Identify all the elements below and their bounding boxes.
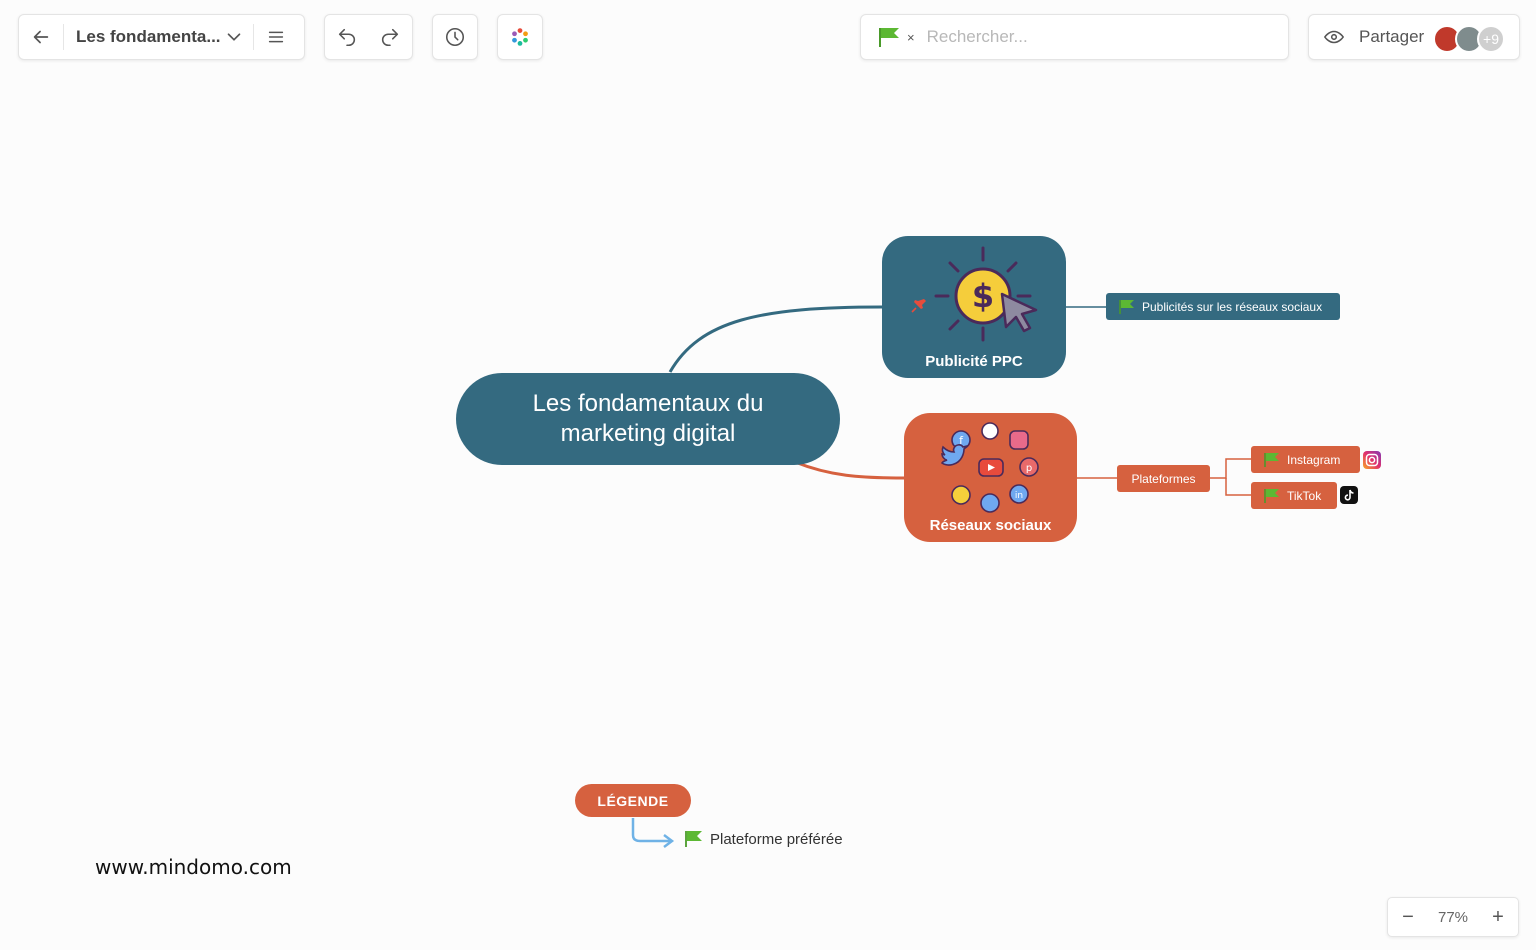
subtopic-instagram[interactable]: Instagram [1251,446,1360,473]
document-toolbar: Les fondamenta... [18,14,305,60]
connector-root-social [794,460,905,480]
history-button[interactable] [433,15,477,59]
social-media-icons: f p in [940,422,1039,513]
zoom-out-button[interactable]: − [1402,905,1414,928]
share-button[interactable]: Partager [1359,27,1425,46]
legend-arrow [631,818,670,843]
subtopic-plateformes[interactable]: Plateformes [1117,465,1210,492]
legend-arrow-head [663,834,675,848]
snapchat-icon [951,485,971,505]
subtopic-label: Publicités sur les réseaux sociaux [1142,299,1323,314]
topic-publicite-ppc[interactable]: $ Publicité PPC [882,236,1066,378]
theme-toolbar [497,14,543,60]
subtopic-publicites-reseaux[interactable]: Publicités sur les réseaux sociaux [1106,293,1340,320]
divider [63,24,64,50]
collaborators-count[interactable]: +9 [1477,25,1505,53]
theme-color-wheel-icon [512,28,528,46]
root-topic[interactable]: Les fondamentaux du marketing digital [456,373,840,465]
menu-button[interactable] [254,15,298,59]
green-flag-icon [1119,299,1134,314]
document-title[interactable]: Les fondamenta... [76,27,221,46]
green-flag-icon [879,28,899,47]
reddit-icon [981,422,999,440]
search-input[interactable] [924,26,1259,48]
remove-filter-button[interactable]: × [907,29,915,45]
subtopic-label: TikTok [1287,488,1322,503]
history-icon [445,27,465,47]
chevron-down-icon[interactable] [223,26,245,48]
zoom-in-button[interactable]: + [1492,905,1504,928]
root-topic-label: Les fondamentaux du marketing digital [532,390,764,447]
history-toolbar [432,14,478,60]
svg-text:f: f [959,434,964,447]
pin-icon [911,299,926,313]
legend-item: Plateforme préférée [684,830,843,848]
pinterest-icon [1019,457,1039,477]
back-arrow-icon [33,30,49,44]
menu-icon [268,31,283,43]
green-flag-icon [1264,488,1279,503]
instagram-icon [1009,430,1029,450]
telegram-icon [980,493,1000,513]
twitter-icon [940,444,970,466]
zoom-control: − 77% + [1387,897,1519,937]
zoom-level[interactable]: 77% [1437,908,1469,926]
undo-icon [338,28,355,47]
subtopic-label: Plateformes [1131,471,1196,486]
linkedin-icon [1009,484,1029,504]
legend-button[interactable]: LÉGENDE [575,784,691,817]
undo-redo-toolbar [324,14,413,60]
eye-icon[interactable] [1323,26,1345,48]
tiktok-icon [1340,486,1358,504]
green-flag-icon [1264,452,1279,467]
topic-label: Publicité PPC [925,353,1023,370]
divider [252,24,254,50]
legend-item-label: Plateforme préférée [710,830,843,848]
share-toolbar: Partager +9 [1308,14,1520,60]
connector-platforms-tiktok [1225,478,1251,496]
watermark: www.mindomo.com [95,855,292,879]
svg-text:p: p [1026,463,1032,474]
dollar-click-icon: $ [934,246,1038,342]
flag-filter-chip[interactable]: × [877,26,915,48]
subtopic-label: Instagram [1287,452,1341,467]
back-button[interactable] [19,15,63,59]
topic-label: Réseaux sociaux [929,517,1052,534]
subtopic-tiktok[interactable]: TikTok [1251,482,1337,509]
instagram-icon [1363,451,1381,469]
search-bar: × [860,14,1289,60]
redo-button[interactable] [369,15,413,59]
undo-button[interactable] [325,15,369,59]
connector-platforms-instagram [1210,458,1251,479]
svg-text:$: $ [972,277,994,315]
green-flag-icon [685,831,702,847]
svg-text:in: in [1015,491,1023,501]
connector-root-ppc [668,305,883,373]
topic-reseaux-sociaux[interactable]: f p in Réseaux sociaux [904,413,1077,542]
theme-button[interactable] [498,15,542,59]
redo-icon [382,28,399,47]
